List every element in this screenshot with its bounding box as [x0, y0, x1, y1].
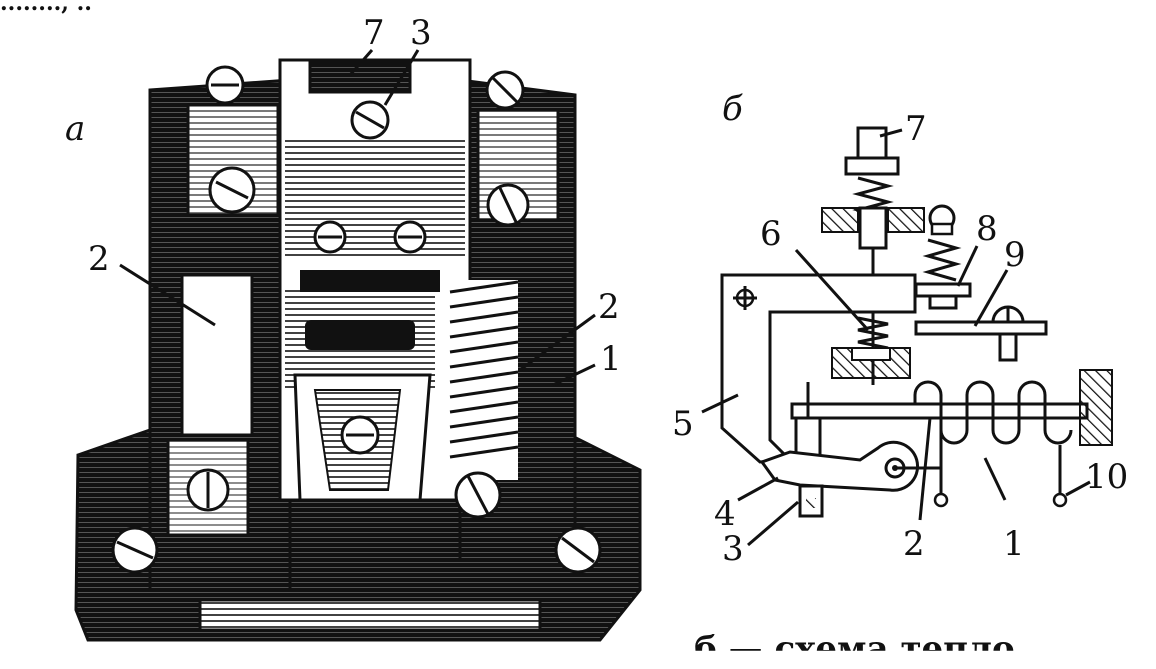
- panel-a-callout-2-right: 2: [598, 287, 620, 327]
- panel-a-callout-3: 3: [410, 13, 432, 53]
- panel-b-callout-8: 8: [976, 209, 998, 249]
- panel-b-callout-2: 2: [903, 524, 925, 564]
- relay-top-button: [308, 60, 412, 94]
- heater-element: [913, 380, 1073, 445]
- relay-drawing: [74, 49, 642, 642]
- relay-heater-coil: [448, 280, 519, 480]
- relay-screws: [111, 65, 602, 574]
- panel-a-callout-1: 1: [600, 339, 622, 379]
- relay-schematic: [701, 126, 1113, 547]
- panel-b-callout-1: 1: [1003, 524, 1025, 564]
- panel-b-letter: б: [722, 89, 743, 129]
- panel-b-callout-6: 6: [760, 214, 782, 254]
- figure-caption-fragment: ..... .. .... ... ..... б — схема тепло: [410, 629, 1015, 669]
- panel-b-callout-10: 10: [1085, 457, 1128, 497]
- corner-text-fragment: ........, ..: [0, 0, 92, 16]
- panel-b-callout-9: 9: [1004, 235, 1026, 275]
- panel-a-letter: а: [65, 109, 85, 149]
- panel-b-callout-4: 4: [714, 494, 736, 534]
- panel-b-callout-7: 7: [905, 109, 927, 149]
- panel-b-callout-3: 3: [722, 529, 744, 569]
- panel-a-callout-2-left: 2: [88, 239, 110, 279]
- panel-a-callout-7: 7: [363, 13, 385, 53]
- panel-b-callout-5: 5: [672, 404, 694, 444]
- latch-pawl: [759, 440, 920, 492]
